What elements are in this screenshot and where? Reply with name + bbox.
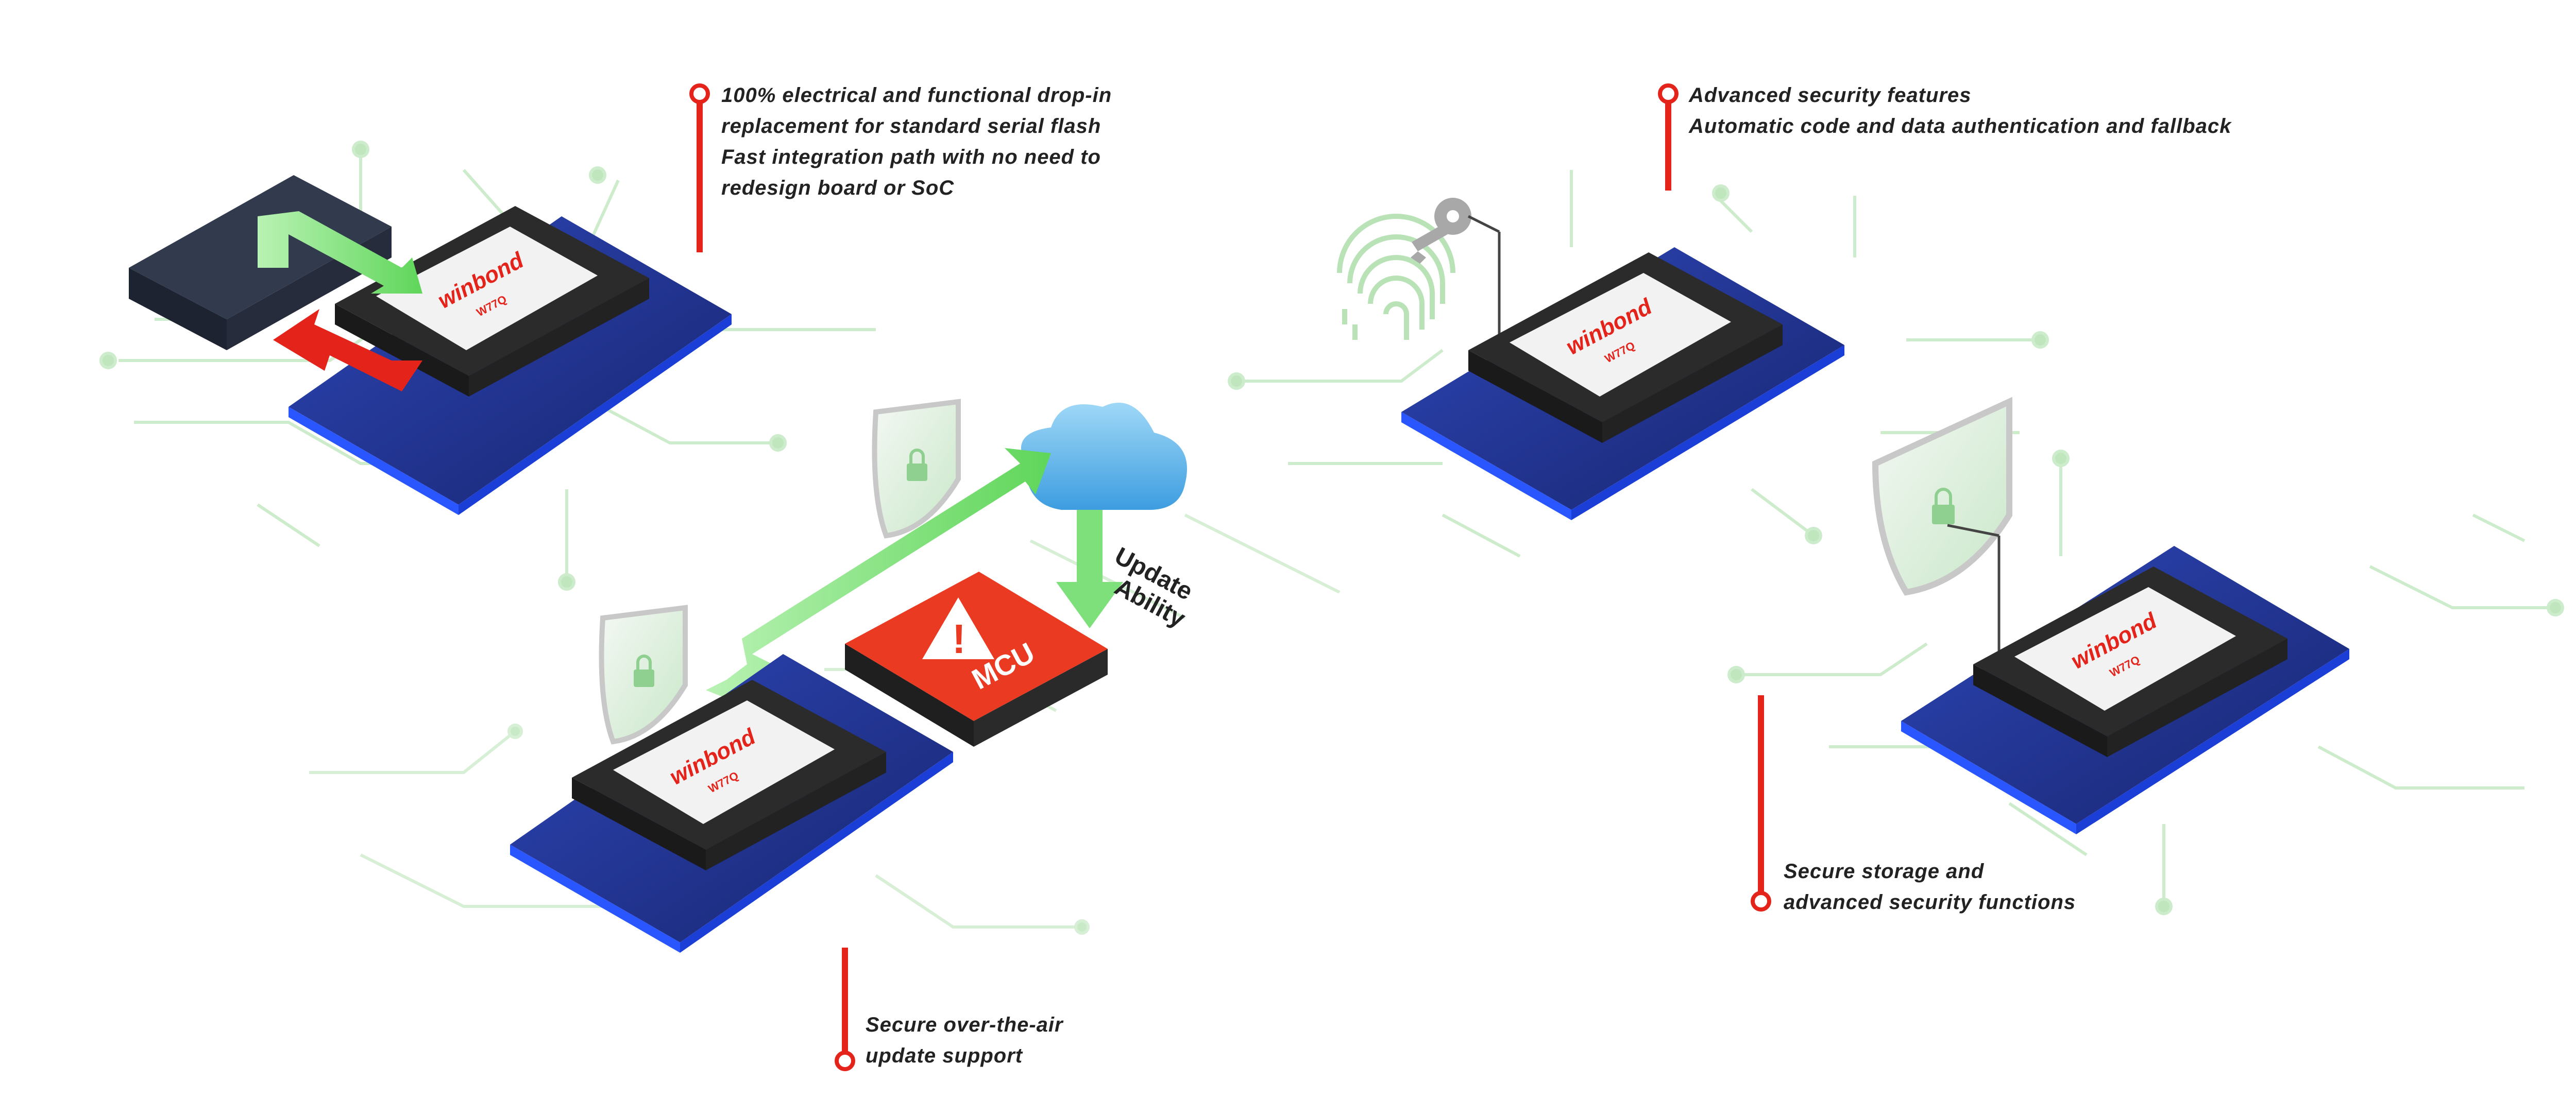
feature-2-line: Secure over-the-air (866, 1014, 1063, 1036)
flash-chip-4: winbond W77Q (1973, 566, 2287, 757)
feature-3-line: Automatic code and data authentication a… (1689, 115, 2232, 138)
feature-2-marker (835, 948, 855, 1071)
feature-2-text: Secure over-the-air update support (866, 1009, 1063, 1071)
feature-3-marker (1658, 83, 1679, 191)
feature-4-line: advanced security functions (1784, 891, 2076, 914)
shield-lock-icon (599, 605, 688, 745)
feature-1-marker (689, 83, 710, 252)
green-transfer-arrow (258, 211, 422, 294)
feature-1-line: 100% electrical and functional drop-in (721, 84, 1112, 107)
warning-symbol: ! (952, 616, 966, 662)
red-transfer-arrow (273, 309, 422, 391)
ota-upload-arrow (706, 448, 1051, 711)
feature-2-line: update support (866, 1044, 1023, 1067)
circuit-background-3 (1228, 170, 2049, 558)
feature-1-line: replacement for standard serial flash (721, 115, 1101, 138)
flash-chip-1: winbond W77Q (335, 206, 649, 397)
feature-1-line: Fast integration path with no need to (721, 146, 1101, 168)
warning-icon: ! (922, 597, 994, 662)
feature-4-line: Secure storage and (1784, 860, 1985, 883)
feature-4-text: Secure storage and advanced security fun… (1784, 856, 2076, 918)
circuit-background-1 (99, 141, 876, 591)
ota-download-arrow (1056, 510, 1123, 628)
flash-chip-2: winbond W77Q (572, 680, 886, 870)
feature-1-text: 100% electrical and functional drop-in r… (721, 80, 1112, 203)
mcu-block: ! MCU (845, 572, 1108, 747)
shield-lock-icon (1872, 397, 2012, 685)
feature-3-line: Advanced security features (1689, 84, 1972, 107)
feature-3-text: Advanced security features Automatic cod… (1689, 80, 2231, 142)
shield-lock-icon (872, 399, 961, 539)
cloud-icon (1021, 402, 1187, 510)
feature-4-marker (1751, 695, 1771, 912)
fingerprint-icon (1337, 214, 1455, 340)
flash-chip-3: winbond W77Q (1468, 252, 1783, 443)
feature-1-line: redesign board or SoC (721, 177, 955, 199)
